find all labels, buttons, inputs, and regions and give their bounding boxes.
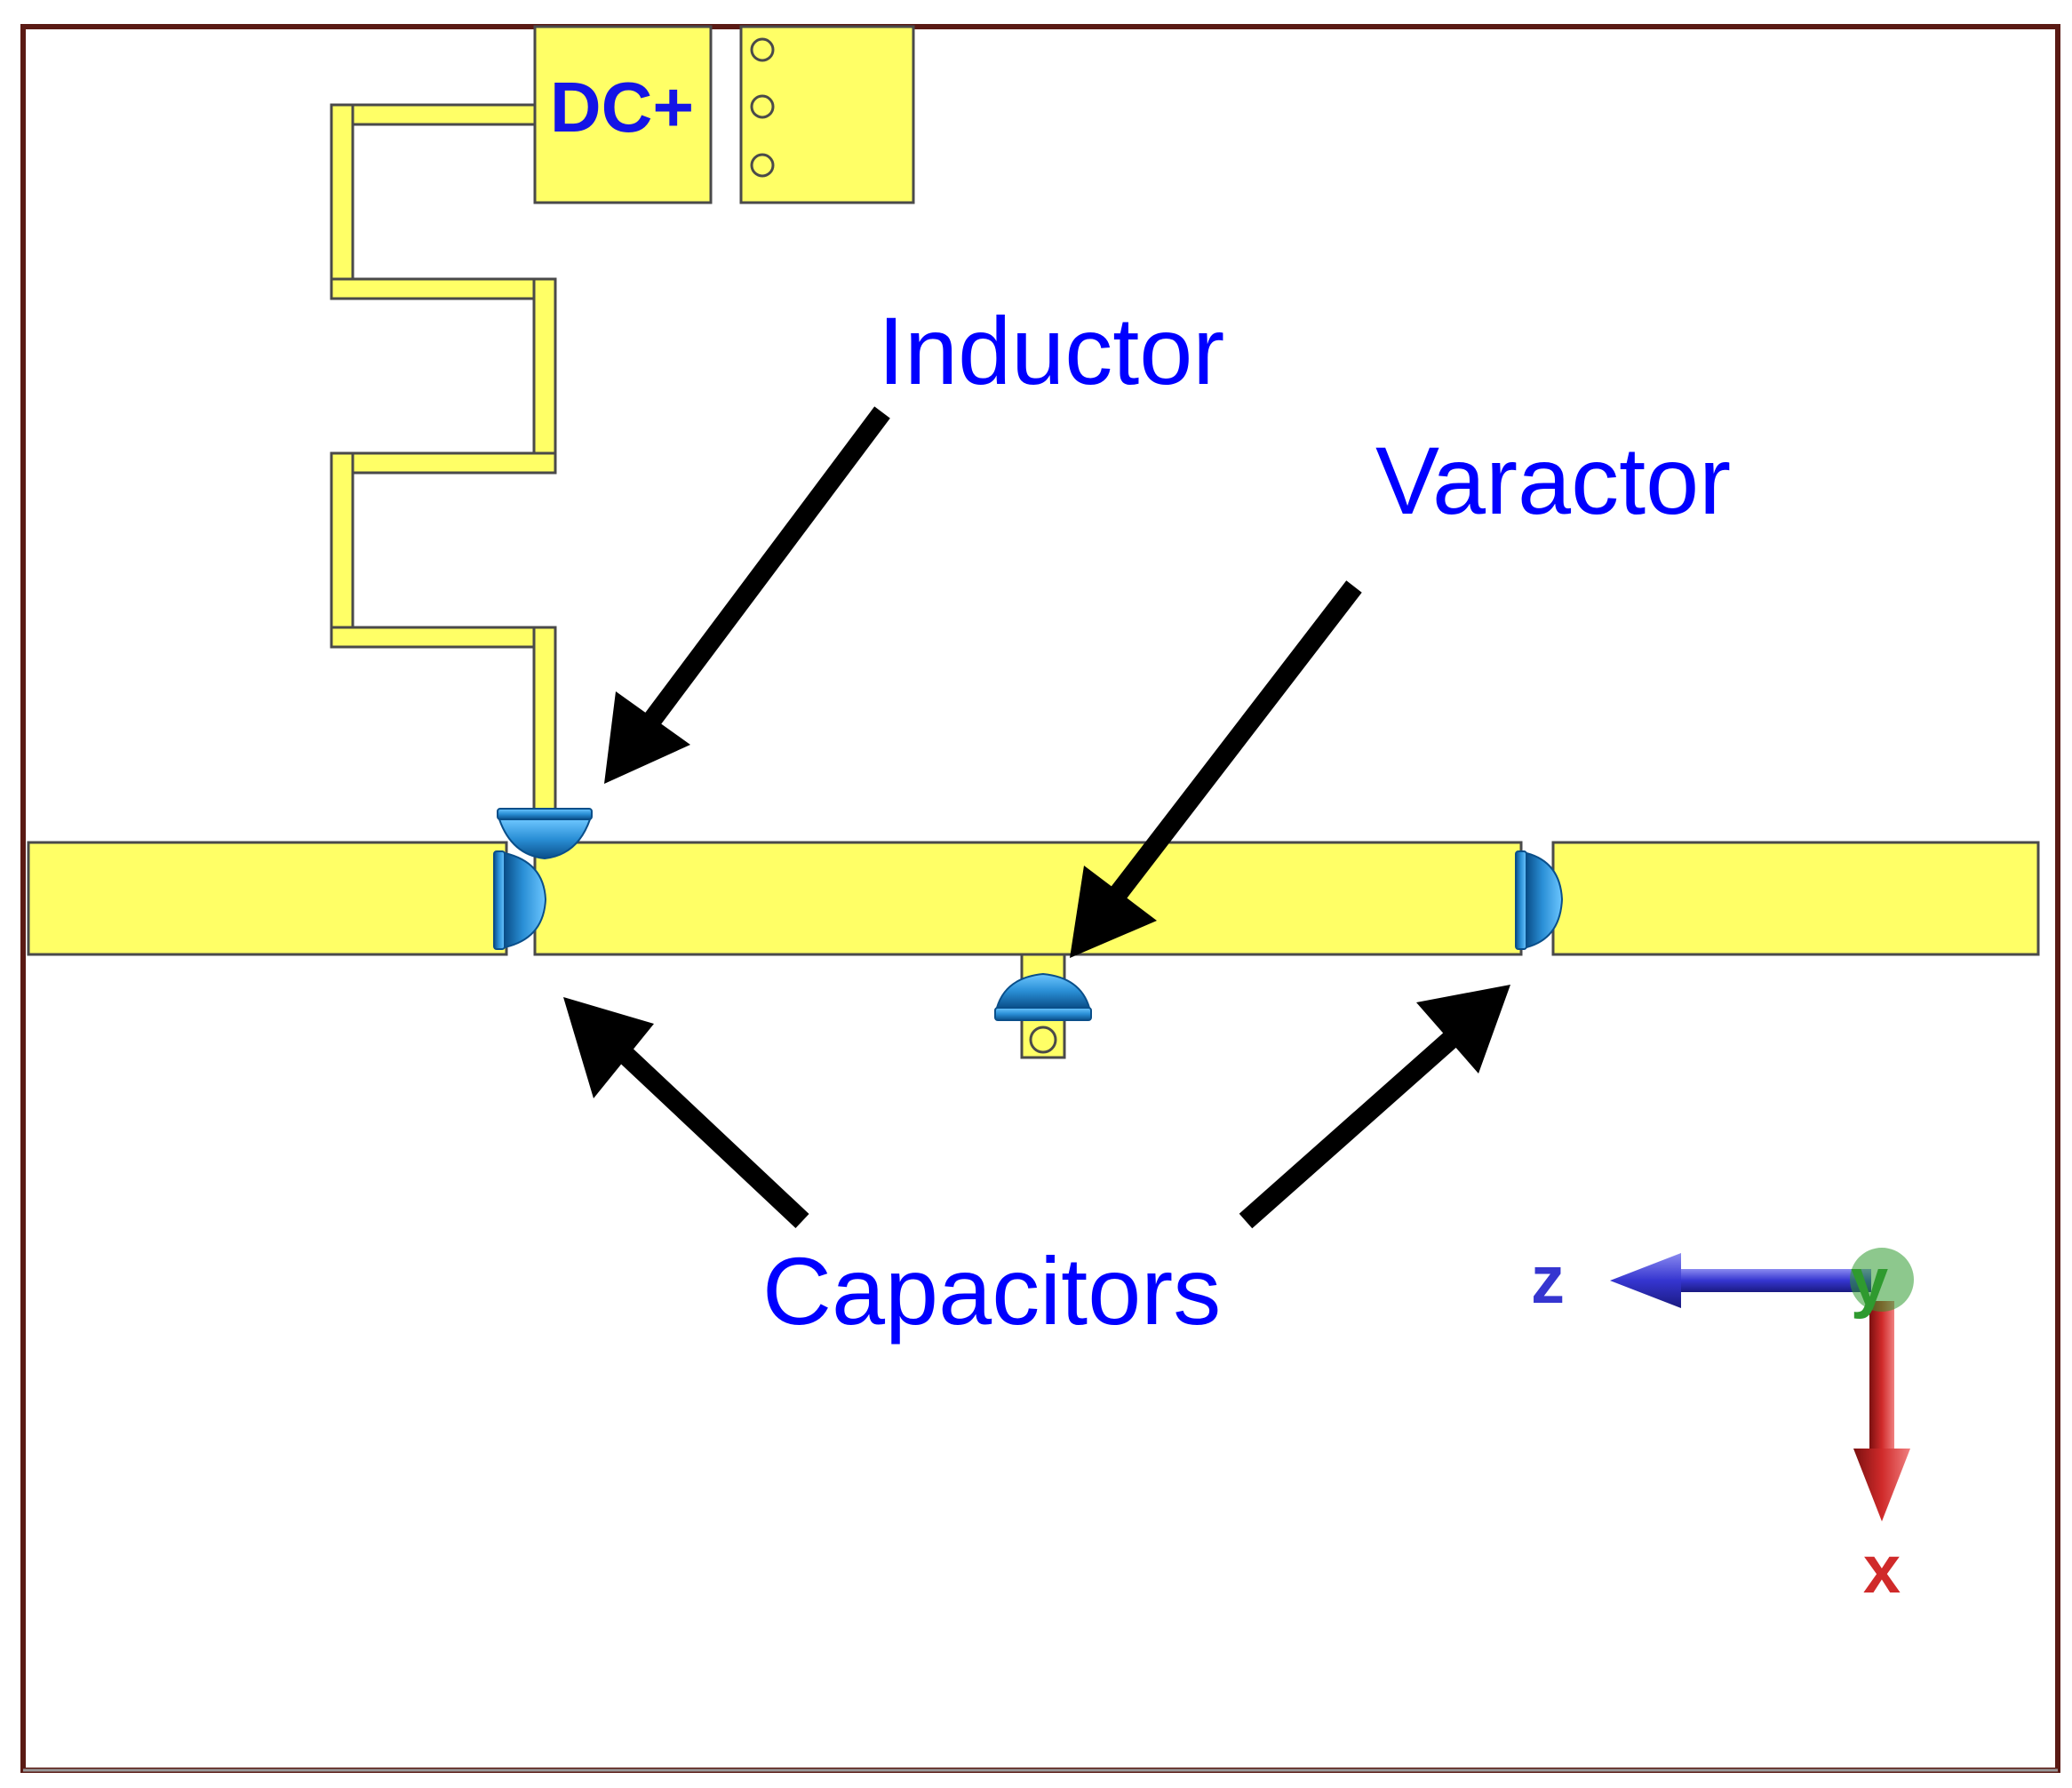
via-hole-icon	[1029, 1026, 1057, 1054]
microstrip-middle	[533, 841, 1523, 956]
x-axis-arrow-icon	[1853, 1301, 1910, 1521]
microstrip-left	[27, 841, 508, 956]
varactor-component-icon	[994, 972, 1092, 1021]
right-capacitor-arrow-icon	[1239, 985, 1510, 1229]
varactor-arrow-icon	[1070, 580, 1362, 958]
inductor-label: Inductor	[878, 297, 1224, 404]
axes-triad: z y x	[1531, 1242, 1914, 1608]
y-axis-origin-icon	[1850, 1248, 1914, 1312]
inductor-component-icon	[497, 808, 593, 860]
capacitors-label: Capacitors	[762, 1237, 1221, 1345]
z-axis-label: z	[1531, 1242, 1565, 1318]
left-capacitor-arrow-icon	[563, 997, 809, 1229]
microstrip-right	[1551, 841, 2040, 956]
x-axis-label: x	[1863, 1532, 1901, 1608]
dc-plus-label: DC+	[550, 68, 694, 147]
y-axis-label: y	[1851, 1244, 1888, 1320]
dc-plus-pad	[533, 25, 713, 204]
via-hole-icon	[750, 37, 775, 62]
right-capacitor-component-icon	[1515, 850, 1564, 950]
left-capacitor-component-icon	[493, 850, 547, 950]
inductor-arrow-icon	[604, 406, 890, 784]
z-axis-arrow-icon	[1610, 1253, 1871, 1308]
varactor-label: Varactor	[1375, 427, 1731, 534]
via-hole-icon	[750, 94, 775, 119]
meander-inductor-line	[330, 103, 557, 821]
via-hole-icon	[750, 153, 775, 178]
